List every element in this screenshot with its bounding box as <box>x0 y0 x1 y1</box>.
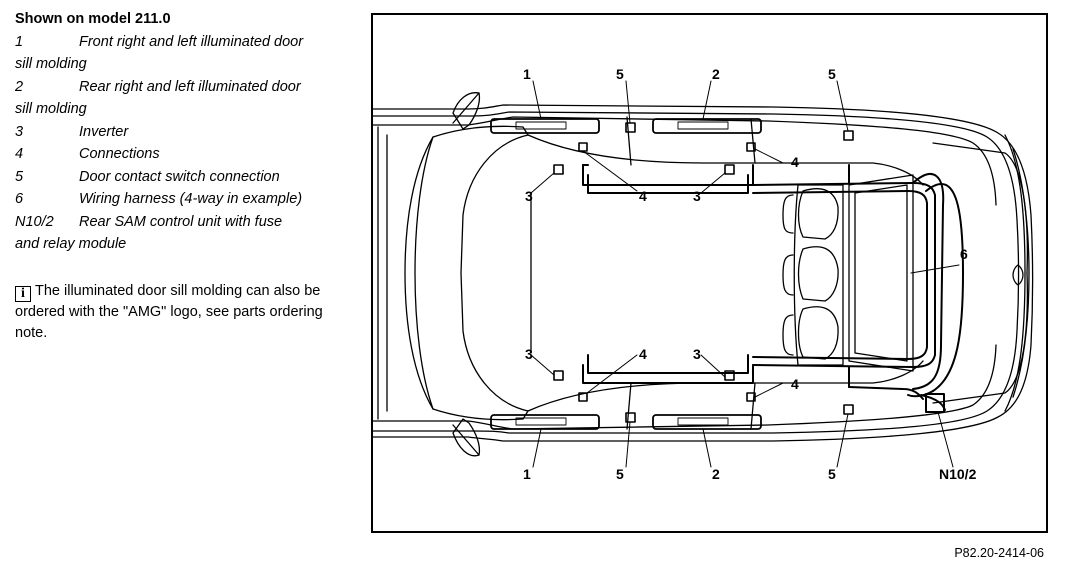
legend-code: 3 <box>15 123 24 140</box>
inverter-front-bottom <box>553 370 564 381</box>
mirror-bottom <box>452 418 481 457</box>
connection-front-bottom <box>578 392 588 402</box>
callout-2-top: 2 <box>712 66 720 82</box>
leader-lines <box>530 80 960 468</box>
legend-text: Wiring harness (4-way in example) <box>79 191 303 207</box>
vehicle-diagram: 1 5 2 5 4 3 4 3 6 3 4 3 4 1 5 2 5 N10/2 <box>371 13 1048 533</box>
callout-4-bottom-front: 4 <box>639 346 647 362</box>
legend-text: Rear SAM control unit with fuse <box>79 213 283 230</box>
legend-code: 1 <box>15 33 24 50</box>
callout-3-bottom-rear: 3 <box>693 346 701 362</box>
legend-item-5: 5 Door contact switch connection <box>15 166 355 189</box>
callout-1-top: 1 <box>523 66 531 82</box>
sill-molding-front-bottom <box>490 414 600 430</box>
legend-code: N10/2 <box>15 213 54 230</box>
legend-text: Rear right and left illuminated door <box>79 78 301 95</box>
legend-item-4: 4 Connections <box>15 143 355 166</box>
legend-code: 5 <box>15 168 24 185</box>
legend-text: Door contact switch connection <box>79 168 280 185</box>
inverter-front-top <box>553 164 564 175</box>
callout-4-top-rear: 4 <box>791 154 799 170</box>
windshield <box>404 125 924 421</box>
legend-code: 2 <box>15 78 24 95</box>
legend-code: 6 <box>15 191 24 207</box>
legend-item-2-cont: sill molding <box>15 101 87 117</box>
connection-front-top <box>578 142 588 152</box>
legend: Shown on model 211.0 1 Front right and le… <box>15 8 355 256</box>
legend-text: Inverter <box>79 123 129 140</box>
legend-item-1-cont: sill molding <box>15 56 87 72</box>
legend-code: 4 <box>15 146 24 162</box>
legend-item-n10-cont: and relay module <box>15 236 127 252</box>
callout-labels: 1 5 2 5 4 3 4 3 6 3 4 3 4 1 5 2 5 N10/2 <box>523 66 977 482</box>
callout-3-top-front: 3 <box>525 188 533 204</box>
rear-sam-control-unit <box>925 393 945 413</box>
connection-rear-top <box>746 142 756 152</box>
callout-6: 6 <box>960 246 968 262</box>
callout-4-bottom-rear: 4 <box>791 376 799 392</box>
rear-seats <box>782 174 914 372</box>
legend-item-n10: N10/2 Rear SAM control unit with fuse <box>15 211 355 234</box>
sill-molding-rear-bottom <box>652 414 762 430</box>
sill-molding-rear-top <box>652 118 762 134</box>
inverter-rear-bottom <box>724 370 735 381</box>
legend-text: Front right and left illuminated door <box>79 33 304 50</box>
mirror-top <box>452 92 481 130</box>
legend-text: Connections <box>79 146 160 162</box>
wiring-harness <box>582 164 964 411</box>
callout-4-top-front: 4 <box>639 188 647 204</box>
legend-item-2: 2 Rear right and left illuminated door <box>15 76 355 99</box>
callout-n10-2: N10/2 <box>939 466 977 482</box>
callout-5-bottom-front: 5 <box>616 466 624 482</box>
legend-heading: Shown on model 211.0 <box>15 11 171 27</box>
legend-item-1: 1 Front right and left illuminated door <box>15 31 355 54</box>
inverter-rear-top <box>724 164 735 175</box>
callout-5-bottom-rear: 5 <box>828 466 836 482</box>
callout-2-bottom: 2 <box>712 466 720 482</box>
callout-3-bottom-front: 3 <box>525 346 533 362</box>
sill-molding-front-top <box>490 118 600 134</box>
door-contact-rear-top <box>843 130 854 141</box>
legend-item-6: 6 Wiring harness (4-way in example) <box>15 188 355 211</box>
figure-reference: P82.20-2414-06 <box>954 546 1044 560</box>
callout-5-top-rear: 5 <box>828 66 836 82</box>
note-text: The illuminated door sill molding can al… <box>15 283 323 341</box>
legend-item-3: 3 Inverter <box>15 121 355 144</box>
door-contact-rear-bottom <box>843 404 854 415</box>
info-icon: i <box>15 286 31 302</box>
callout-5-top-front: 5 <box>616 66 624 82</box>
callout-3-top-rear: 3 <box>693 188 701 204</box>
callout-1-bottom: 1 <box>523 466 531 482</box>
